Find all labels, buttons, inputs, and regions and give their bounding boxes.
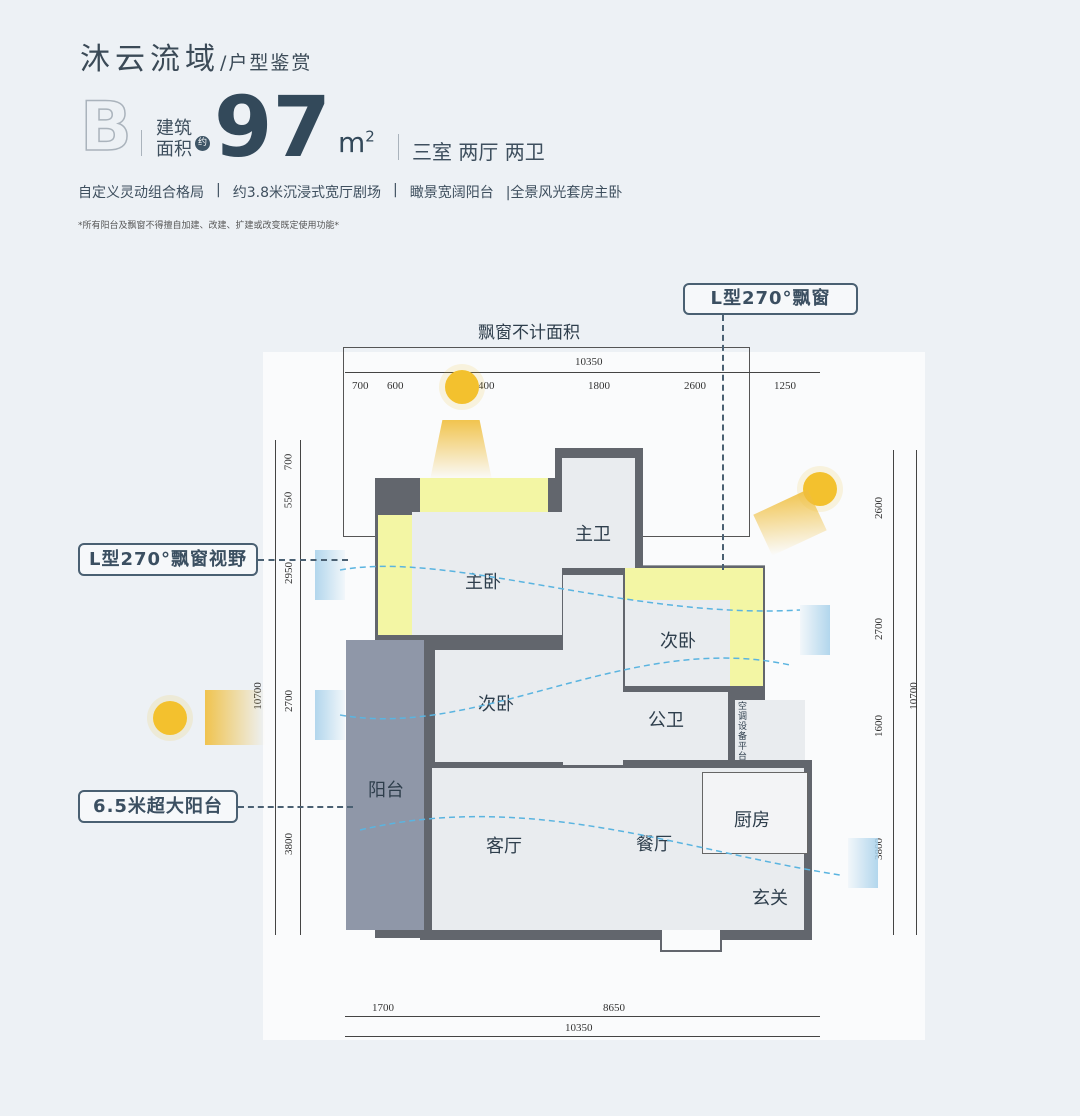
bay-not-counted-label: 飘窗不计面积 bbox=[478, 323, 580, 343]
dim: 1600 bbox=[873, 715, 885, 737]
dim: 1700 bbox=[372, 1002, 394, 1014]
room-public-bath bbox=[622, 692, 728, 760]
airflow-path-2 bbox=[339, 657, 791, 720]
dim-bottom-total: 10350 bbox=[565, 1022, 593, 1034]
divider bbox=[398, 134, 399, 160]
area-unit: m2 bbox=[338, 126, 375, 159]
bay-window-master-top bbox=[420, 478, 548, 512]
dim: 400 bbox=[478, 380, 495, 392]
room-master-bath bbox=[562, 458, 635, 568]
dim: 700 bbox=[282, 453, 295, 471]
dim-line bbox=[893, 450, 894, 935]
callout-balcony: 6.5米超大阳台 bbox=[78, 790, 238, 823]
callout-leader bbox=[238, 806, 353, 808]
room-master-bedroom bbox=[412, 512, 562, 635]
airflow-arrows bbox=[339, 565, 841, 876]
airflow-path-1 bbox=[339, 565, 801, 612]
area-label: 建筑面积 bbox=[156, 118, 192, 160]
area-value: 97 bbox=[214, 78, 331, 176]
dim: 8650 bbox=[603, 1002, 625, 1014]
room-balcony bbox=[346, 640, 424, 930]
dim-line bbox=[300, 440, 301, 935]
project-name: 沐云流域 bbox=[80, 42, 220, 77]
callout-bay-view: L型270°飘窗视野 bbox=[78, 543, 258, 576]
project-title: 沐云流域/户型鉴赏 bbox=[80, 34, 312, 78]
wind-icon bbox=[315, 690, 345, 740]
dim-line bbox=[275, 440, 276, 935]
label-second-bedroom-right: 次卧 bbox=[660, 631, 696, 652]
entry-window bbox=[660, 930, 722, 952]
sunlight-beam bbox=[430, 420, 492, 480]
dim: 600 bbox=[387, 380, 404, 392]
dim-line bbox=[916, 450, 917, 935]
bay-window-master-side bbox=[378, 515, 412, 635]
dim: 2700 bbox=[283, 690, 295, 712]
area-label-2: 面积 bbox=[156, 139, 192, 160]
label-second-bedroom-left: 次卧 bbox=[478, 694, 514, 715]
dim: 1800 bbox=[588, 380, 610, 392]
dim: 2700 bbox=[873, 618, 885, 640]
dim-top-total: 10350 bbox=[575, 356, 603, 368]
sun-icon bbox=[153, 701, 187, 735]
type-letter: B bbox=[79, 88, 132, 167]
room-ac-platform bbox=[735, 700, 805, 760]
bay-window-second-side bbox=[730, 600, 763, 686]
label-living: 客厅 bbox=[486, 836, 522, 857]
dim: 1250 bbox=[774, 380, 796, 392]
wind-icon bbox=[800, 605, 830, 655]
label-kitchen: 厨房 bbox=[734, 810, 770, 831]
subtitle: /户型鉴赏 bbox=[220, 52, 313, 74]
room-second-bedroom-left bbox=[435, 650, 563, 762]
dim-line bbox=[345, 1036, 820, 1037]
dim-line bbox=[345, 1016, 820, 1017]
unit-sup: 2 bbox=[365, 127, 375, 146]
bay-window-second-top bbox=[625, 568, 763, 600]
wind-icon bbox=[315, 550, 345, 600]
dim-line bbox=[345, 372, 820, 373]
label-master-bath: 主卫 bbox=[575, 524, 611, 545]
sun-icon bbox=[445, 370, 479, 404]
unit-text: m bbox=[338, 126, 366, 159]
callout-leader bbox=[722, 315, 724, 570]
dim: 2600 bbox=[684, 380, 706, 392]
divider bbox=[141, 130, 142, 156]
feature-sep: | bbox=[392, 182, 398, 198]
dim: 700 bbox=[352, 380, 369, 392]
hallway bbox=[563, 575, 623, 765]
dim: 3800 bbox=[283, 833, 295, 855]
feature-sep: | bbox=[216, 182, 221, 198]
label-ac-platform: 空调设备平台 bbox=[738, 702, 748, 762]
room-second-bedroom-right bbox=[625, 600, 730, 686]
wind-icon bbox=[848, 838, 878, 888]
room-kitchen bbox=[702, 772, 808, 854]
disclaimer: *所有阳台及飘窗不得擅自加建、改建、扩建或改变既定使用功能* bbox=[78, 221, 340, 231]
dim: 2600 bbox=[873, 497, 885, 519]
callout-leader bbox=[258, 559, 348, 561]
feature: |全景风光套房主卧 bbox=[505, 185, 623, 201]
dim: 550 bbox=[282, 491, 295, 509]
dim: 2950 bbox=[283, 562, 295, 584]
features: 自定义灵动组合格局 | 约3.8米沉浸式宽厅剧场 | 瞰景宽阔阳台 |全景风光套房主卧 bbox=[78, 182, 622, 202]
label-balcony: 阳台 bbox=[368, 780, 404, 801]
room-count: 三室 两厅 两卫 bbox=[412, 140, 545, 164]
label-public-bath: 公卫 bbox=[648, 710, 684, 731]
area-label-1: 建筑 bbox=[156, 118, 192, 139]
feature: 瞰景宽阔阳台 bbox=[409, 185, 494, 201]
label-entry: 玄关 bbox=[752, 888, 788, 909]
callout-bay-window: L型270°飘窗 bbox=[683, 283, 858, 315]
feature: 自定义灵动组合格局 bbox=[78, 185, 204, 201]
airflow-path-3 bbox=[359, 815, 841, 876]
approx-badge: 约 bbox=[195, 136, 210, 151]
feature: 约3.8米沉浸式宽厅剧场 bbox=[232, 185, 381, 201]
sunlight-beam bbox=[205, 690, 265, 745]
dim-right-total: 10700 bbox=[907, 682, 920, 710]
